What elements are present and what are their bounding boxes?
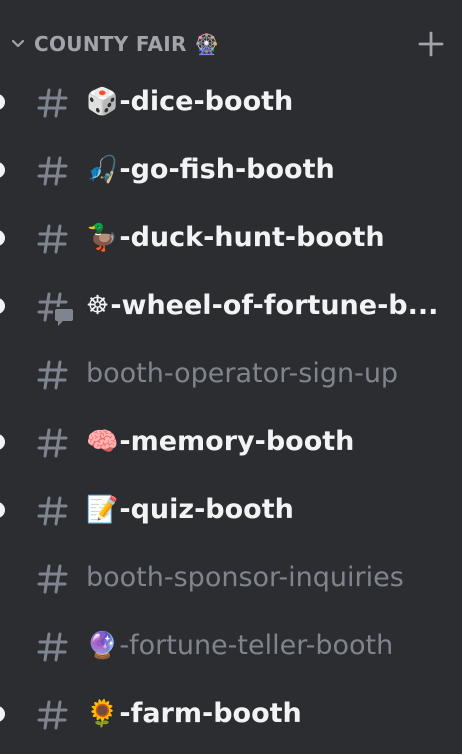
channel-name: 🦆-duck-hunt-booth — [86, 204, 448, 272]
channel-name: 🎣-go-fish-booth — [86, 136, 448, 204]
channel-label: booth-operator-sign-up — [86, 358, 399, 389]
category-label: COUNTY FAIR 🎡 — [34, 22, 219, 66]
hash-icon — [36, 630, 70, 664]
channel-item[interactable]: 🦆-duck-hunt-booth — [0, 204, 462, 272]
hash-icon — [36, 154, 70, 188]
channel-thread-hash-icon — [36, 290, 75, 326]
channel-emoji: 🔮 — [86, 631, 119, 661]
channel-name: 🌻-farm-booth — [86, 680, 448, 748]
hash-icon — [36, 222, 70, 256]
chevron-down-icon[interactable] — [10, 36, 26, 52]
channel-label: -farm-booth — [119, 698, 302, 729]
channel-emoji: 🎣 — [86, 155, 119, 185]
channel-emoji: 🦆 — [86, 223, 119, 253]
channel-label: -quiz-booth — [119, 494, 294, 525]
hash-icon — [36, 562, 70, 596]
channel-label: -memory-booth — [119, 426, 355, 457]
channel-emoji: 🌻 — [86, 699, 119, 729]
hash-icon — [36, 86, 70, 120]
channel-label: booth-sponsor-inquiries — [86, 562, 404, 593]
channel-name: ☸-wheel-of-fortune-b... — [86, 272, 448, 340]
channel-item[interactable]: booth-operator-sign-up — [0, 340, 462, 408]
channel-item[interactable]: booth-sponsor-inquiries — [0, 544, 462, 612]
unread-indicator — [0, 230, 5, 246]
channel-name: booth-sponsor-inquiries — [86, 544, 448, 612]
channel-label: -go-fish-booth — [119, 154, 335, 185]
channel-item[interactable]: 🔮-fortune-teller-booth — [0, 612, 462, 680]
hash-icon — [36, 698, 70, 732]
channel-item[interactable]: 🧠-memory-booth — [0, 408, 462, 476]
unread-indicator — [0, 706, 5, 722]
hash-icon — [36, 426, 70, 460]
channel-item[interactable]: 🌻-farm-booth — [0, 680, 462, 748]
category-title: COUNTY FAIR — [34, 32, 187, 56]
channel-emoji: 📝 — [86, 495, 119, 525]
channel-name: 📝-quiz-booth — [86, 476, 448, 544]
category-emoji: 🎡 — [194, 32, 220, 56]
channel-label: -duck-hunt-booth — [119, 222, 385, 253]
unread-indicator — [0, 434, 5, 450]
channel-label: -dice-booth — [119, 86, 294, 117]
hash-icon — [36, 494, 70, 528]
channel-emoji: 🎲 — [86, 87, 119, 117]
channel-item[interactable]: 📝-quiz-booth — [0, 476, 462, 544]
add-channel-icon[interactable] — [418, 31, 444, 57]
channel-item[interactable]: 🎲-dice-booth — [0, 68, 462, 136]
unread-indicator — [0, 298, 5, 314]
unread-indicator — [0, 94, 5, 110]
channel-emoji: ☸ — [86, 291, 110, 321]
channel-item[interactable]: ☸-wheel-of-fortune-b... — [0, 272, 462, 340]
channel-item[interactable]: 🎣-go-fish-booth — [0, 136, 462, 204]
channel-name: 🧠-memory-booth — [86, 408, 448, 476]
channel-name: 🔮-fortune-teller-booth — [86, 612, 448, 680]
channel-name: booth-operator-sign-up — [86, 340, 448, 408]
unread-indicator — [0, 502, 5, 518]
channel-label: -wheel-of-fortune-b... — [110, 290, 439, 321]
channel-label: -fortune-teller-booth — [119, 630, 394, 661]
channel-name: 🎲-dice-booth — [86, 68, 448, 136]
hash-icon — [36, 358, 70, 392]
category-county-fair[interactable]: COUNTY FAIR 🎡 — [0, 22, 462, 66]
unread-indicator — [0, 162, 5, 178]
channel-emoji: 🧠 — [86, 427, 119, 457]
